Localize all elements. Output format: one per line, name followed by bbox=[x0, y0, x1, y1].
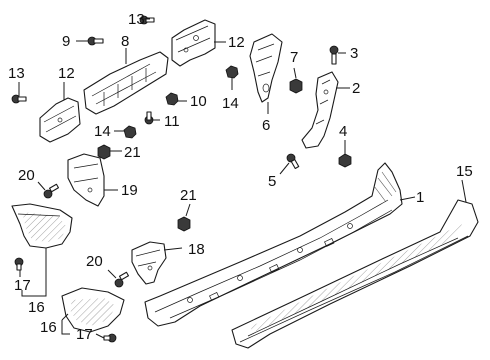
callout-19: 19 bbox=[121, 182, 138, 199]
end-cap-lower bbox=[61, 287, 125, 333]
callout-6: 6 bbox=[262, 117, 270, 134]
hitch-bracket bbox=[301, 71, 339, 149]
callout-21-lower: 21 bbox=[180, 187, 197, 204]
bolt-11 bbox=[144, 111, 154, 125]
side-bracket bbox=[249, 33, 283, 103]
bolt-5 bbox=[286, 153, 300, 170]
nut-14-top bbox=[225, 65, 239, 79]
callout-13-top: 13 bbox=[128, 11, 145, 28]
bracket-left bbox=[39, 97, 81, 143]
callout-4: 4 bbox=[339, 123, 347, 140]
callouts: 13 9 8 12 13 12 10 14 11 14 21 7 3 2 6 4… bbox=[8, 11, 473, 343]
callout-13-left: 13 bbox=[8, 65, 25, 82]
step-pad bbox=[231, 199, 479, 349]
bracket-upper-right bbox=[171, 19, 216, 67]
bolt-9 bbox=[87, 36, 104, 46]
callout-16-lower: 16 bbox=[40, 319, 57, 336]
bracket-19 bbox=[67, 153, 105, 207]
callout-9: 9 bbox=[62, 33, 70, 50]
bolt-13-top bbox=[139, 15, 155, 25]
callout-14-left: 14 bbox=[94, 123, 111, 140]
nut-14-left bbox=[123, 125, 137, 139]
callout-2: 2 bbox=[352, 80, 360, 97]
callout-15: 15 bbox=[456, 163, 473, 180]
callout-21-top: 21 bbox=[124, 144, 141, 161]
callout-16-upper: 16 bbox=[28, 299, 45, 316]
callout-11: 11 bbox=[164, 113, 180, 130]
callout-1: 1 bbox=[416, 189, 424, 206]
callout-12-top: 12 bbox=[228, 34, 245, 51]
pushpin-17-lower bbox=[103, 333, 117, 343]
bolt-3 bbox=[329, 45, 339, 65]
bracket-18 bbox=[131, 241, 167, 285]
pushpin-17-upper bbox=[14, 257, 24, 271]
callout-7: 7 bbox=[290, 49, 298, 66]
callout-14-top: 14 bbox=[222, 95, 239, 112]
nut-10 bbox=[165, 92, 179, 106]
bolt-20-lower bbox=[114, 271, 130, 288]
callout-20-upper: 20 bbox=[18, 167, 35, 184]
callout-18: 18 bbox=[188, 241, 205, 258]
end-cap-upper bbox=[11, 203, 73, 249]
clip-21-lower bbox=[177, 216, 191, 232]
clip-21-top bbox=[97, 144, 111, 160]
callout-8: 8 bbox=[121, 33, 129, 50]
bolt-13-left bbox=[11, 94, 27, 104]
leader-lines bbox=[18, 18, 467, 339]
impact-absorber bbox=[83, 51, 169, 115]
callout-12-left: 12 bbox=[58, 65, 75, 82]
nut-4 bbox=[338, 153, 352, 168]
callout-3: 3 bbox=[350, 45, 358, 62]
bolt-20-upper bbox=[43, 183, 60, 199]
callout-17-lower: 17 bbox=[76, 326, 93, 343]
callout-20-lower: 20 bbox=[86, 253, 103, 270]
callout-5: 5 bbox=[268, 173, 276, 190]
callout-10: 10 bbox=[190, 93, 207, 110]
callout-17-upper: 17 bbox=[14, 277, 31, 294]
rear-bumper-bar bbox=[144, 162, 403, 327]
clip-7 bbox=[289, 78, 303, 94]
